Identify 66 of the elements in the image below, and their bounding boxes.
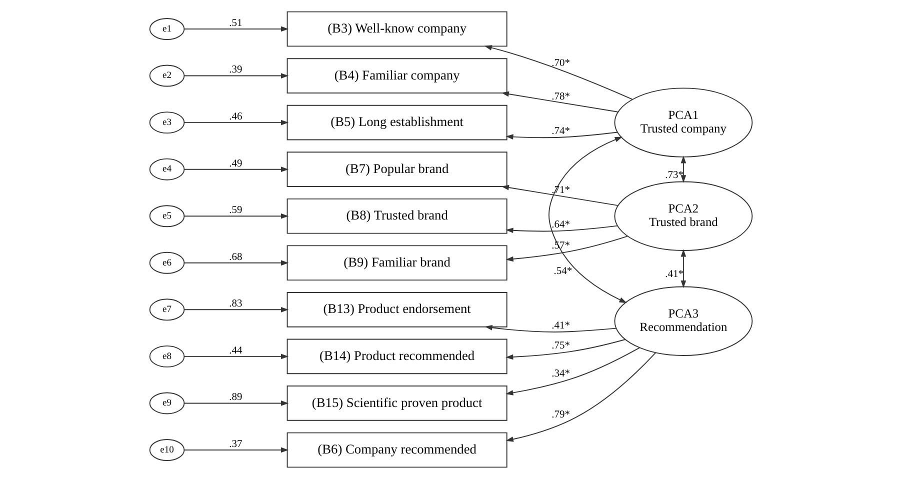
edge-label: .41* xyxy=(665,268,684,280)
arrow xyxy=(484,325,617,332)
node-box: (B3) Well-know company xyxy=(286,11,508,47)
edge-label: .74* xyxy=(552,126,570,137)
arrow xyxy=(184,260,289,266)
arrow xyxy=(484,45,633,100)
edge-label: .64* xyxy=(552,219,570,230)
edge-label: .46 xyxy=(229,112,242,123)
edge-label: .68 xyxy=(229,252,242,263)
arrow xyxy=(506,352,656,442)
node-ellipse: PCA3 Recommendation xyxy=(614,286,753,356)
edge-label: .59 xyxy=(229,205,242,216)
node-box: (B13) Product endorsement xyxy=(286,292,508,328)
edge-label: .89 xyxy=(229,392,242,404)
edge-label: .44 xyxy=(229,345,242,356)
node-box: (B9) Familiar brand xyxy=(286,245,508,281)
arrow xyxy=(506,225,618,234)
arrow xyxy=(184,354,289,360)
arrow xyxy=(501,91,618,112)
node-ellipse: e2 xyxy=(149,64,185,87)
edge-label: .51 xyxy=(229,18,242,29)
arrow xyxy=(506,132,618,140)
node-ellipse: e6 xyxy=(149,252,185,274)
arrow xyxy=(506,236,628,262)
edge-label: .79* xyxy=(552,409,570,420)
arrow xyxy=(548,136,627,304)
arrow xyxy=(501,184,618,206)
arrow xyxy=(184,400,289,406)
node-ellipse: PCA2 Trusted brand xyxy=(614,181,753,251)
edge-label: .54* xyxy=(554,266,572,277)
edge-label: .41* xyxy=(552,320,570,332)
node-box: (B14) Product recommended xyxy=(286,338,508,374)
node-box: (B15) Scientific proven product xyxy=(286,386,508,421)
node-ellipse: e7 xyxy=(149,298,185,321)
node-ellipse: e4 xyxy=(149,158,185,180)
node-ellipse: e9 xyxy=(149,392,185,414)
node-ellipse: e10 xyxy=(149,439,185,461)
node-box: (B6) Company recommended xyxy=(286,432,508,468)
arrow xyxy=(680,249,686,288)
edge-label: .49 xyxy=(229,158,242,170)
arrow xyxy=(184,73,289,78)
node-box: (B8) Trusted brand xyxy=(286,198,508,234)
node-ellipse: e3 xyxy=(149,112,185,134)
edge-label: .70* xyxy=(552,58,570,70)
edge-label: .75* xyxy=(552,340,570,352)
edge-label: .73* xyxy=(665,170,684,181)
node-box: (B5) Long establishment xyxy=(286,104,508,140)
arrow xyxy=(184,306,289,312)
arrow xyxy=(184,166,289,172)
arrow xyxy=(184,26,289,32)
edge-label: .37 xyxy=(229,438,242,450)
arrow xyxy=(184,120,289,126)
edge-label: .34* xyxy=(552,368,570,380)
arrow xyxy=(506,339,626,360)
edge-label: .78* xyxy=(552,91,570,102)
node-ellipse: e1 xyxy=(149,18,185,40)
node-ellipse: e5 xyxy=(149,205,185,228)
node-ellipse: e8 xyxy=(149,345,185,368)
arrow xyxy=(506,347,640,396)
arrow xyxy=(184,447,289,453)
node-box: (B7) Popular brand xyxy=(286,152,508,187)
edge-label: .39 xyxy=(229,64,242,76)
arrow xyxy=(184,213,289,219)
edge-label: .83 xyxy=(229,298,242,310)
arrow xyxy=(680,156,686,183)
node-box: (B4) Familiar company xyxy=(286,58,508,94)
